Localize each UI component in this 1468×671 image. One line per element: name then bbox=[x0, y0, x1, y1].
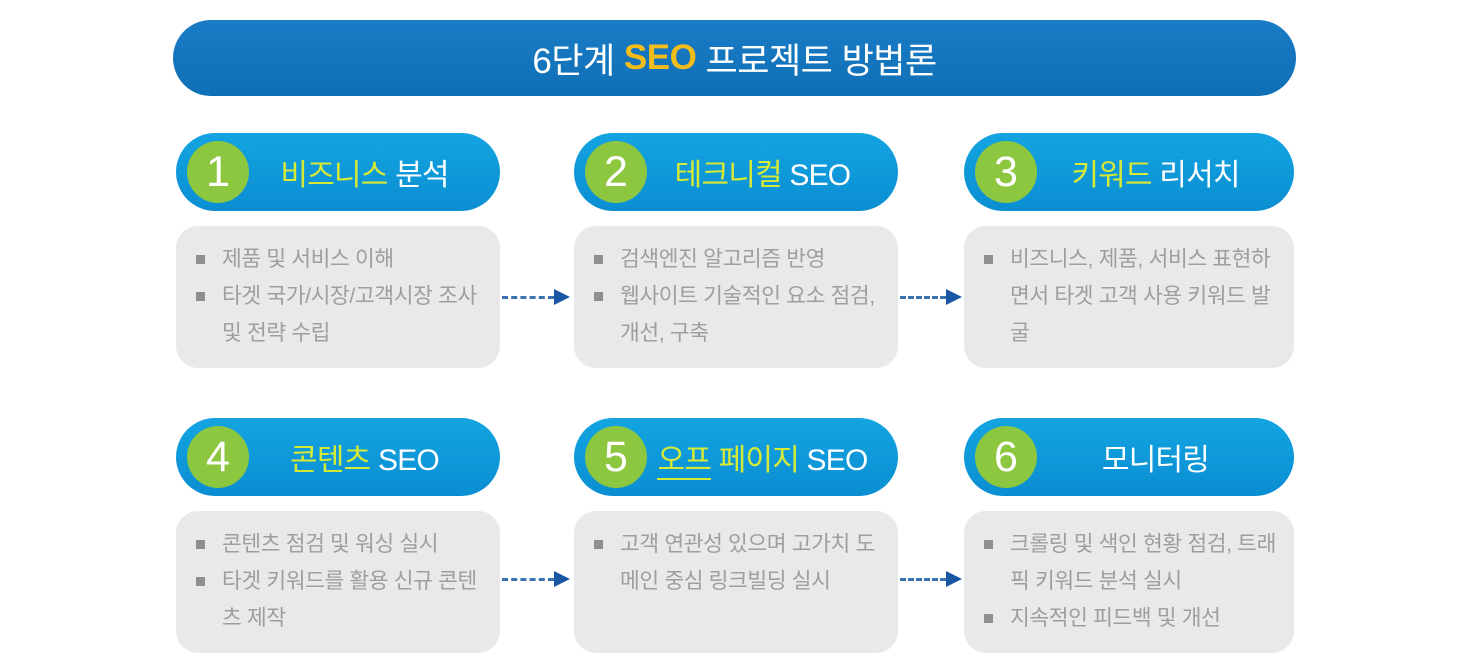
step-6-details-card: 크롤링 및 색인 현황 점검, 트래픽 키워드 분석 실시 지속적인 피드백 및… bbox=[964, 511, 1294, 653]
step-2-title: 테크니컬 SEO bbox=[647, 150, 888, 194]
step-6-panel: 6 모니터링 크롤링 및 색인 현황 점검, 트래픽 키워드 분석 실시 지속적… bbox=[964, 418, 1294, 653]
bullet-list: 제품 및 서비스 이해 타겟 국가/시장/고객시장 조사 및 전략 수립 bbox=[192, 241, 488, 352]
title-prefix: 6단계 bbox=[532, 41, 624, 81]
bullet-list: 콘텐츠 점검 및 워싱 실시 타겟 키워드를 활용 신규 콘텐츠 제작 bbox=[192, 526, 488, 637]
step-number: 6 bbox=[994, 432, 1018, 481]
step-3-panel: 3 키워드 리서치 비즈니스, 제품, 서비스 표현하면서 타겟 고객 사용 키… bbox=[964, 133, 1294, 368]
bullet-item: 타겟 키워드를 활용 신규 콘텐츠 제작 bbox=[192, 563, 488, 637]
step-title-highlight: 콘텐츠 bbox=[290, 444, 371, 477]
flow-arrow-5-to-6-icon bbox=[900, 571, 962, 587]
step-5-header: 5 오프 페이지 SEO bbox=[574, 418, 898, 496]
step-number: 4 bbox=[206, 432, 230, 481]
step-3-header: 3 키워드 리서치 bbox=[964, 133, 1294, 211]
bullet-item: 고객 연관성 있으며 고가치 도메인 중심 링크빌딩 실시 bbox=[590, 526, 886, 600]
step-number: 1 bbox=[206, 147, 230, 196]
bullet-item: 크롤링 및 색인 현황 점검, 트래픽 키워드 분석 실시 bbox=[980, 526, 1282, 600]
step-title-rest: 분석 bbox=[387, 159, 449, 192]
bullet-item: 검색엔진 알고리즘 반영 bbox=[590, 241, 886, 278]
bullet-item: 타겟 국가/시장/고객시장 조사 및 전략 수립 bbox=[192, 278, 488, 352]
flow-arrow-2-to-3-icon bbox=[900, 289, 962, 305]
step-1-number-badge: 1 bbox=[187, 141, 249, 203]
step-1-details-card: 제품 및 서비스 이해 타겟 국가/시장/고객시장 조사 및 전략 수립 bbox=[176, 226, 500, 368]
bullet-item: 콘텐츠 점검 및 워싱 실시 bbox=[192, 526, 488, 563]
step-title-rest: SEO bbox=[370, 444, 440, 477]
bullet-list: 고객 연관성 있으며 고가치 도메인 중심 링크빌딩 실시 bbox=[590, 526, 886, 600]
step-2-number-badge: 2 bbox=[585, 141, 647, 203]
step-number: 5 bbox=[604, 432, 628, 481]
step-number: 3 bbox=[994, 147, 1018, 196]
step-title-rest: 모니터링 bbox=[1101, 444, 1210, 477]
step-1-panel: 1 비즈니스 분석 제품 및 서비스 이해 타겟 국가/시장/고객시장 조사 및… bbox=[176, 133, 500, 368]
step-2-panel: 2 테크니컬 SEO 검색엔진 알고리즘 반영 웹사이트 기술적인 요소 점검,… bbox=[574, 133, 898, 368]
bullet-item: 웹사이트 기술적인 요소 점검, 개선, 구축 bbox=[590, 278, 886, 352]
bullet-list: 크롤링 및 색인 현황 점검, 트래픽 키워드 분석 실시 지속적인 피드백 및… bbox=[980, 526, 1282, 637]
step-title-rest: SEO bbox=[781, 159, 851, 192]
step-3-title: 키워드 리서치 bbox=[1037, 150, 1284, 194]
step-title-rest: 리서치 bbox=[1151, 159, 1240, 192]
flow-arrow-4-to-5-icon bbox=[502, 571, 570, 587]
step-title-rest: SEO bbox=[799, 444, 869, 477]
step-2-header: 2 테크니컬 SEO bbox=[574, 133, 898, 211]
step-4-number-badge: 4 bbox=[187, 426, 249, 488]
step-title-highlight: 비즈니스 bbox=[280, 159, 388, 192]
step-5-number-badge: 5 bbox=[585, 426, 647, 488]
step-4-title: 콘텐츠 SEO bbox=[249, 435, 490, 479]
step-3-details-card: 비즈니스, 제품, 서비스 표현하면서 타겟 고객 사용 키워드 발굴 bbox=[964, 226, 1294, 368]
step-title-underline: 오프 bbox=[657, 444, 712, 480]
step-title-highlight: 키워드 bbox=[1071, 159, 1152, 192]
step-6-header: 6 모니터링 bbox=[964, 418, 1294, 496]
step-3-number-badge: 3 bbox=[975, 141, 1037, 203]
bullet-item: 비즈니스, 제품, 서비스 표현하면서 타겟 고객 사용 키워드 발굴 bbox=[980, 241, 1282, 352]
flow-arrow-1-to-2-icon bbox=[502, 289, 570, 305]
title-seo-highlight: SEO bbox=[623, 38, 697, 77]
bullet-list: 검색엔진 알고리즘 반영 웹사이트 기술적인 요소 점검, 개선, 구축 bbox=[590, 241, 886, 352]
step-1-header: 1 비즈니스 분석 bbox=[176, 133, 500, 211]
bullet-list: 비즈니스, 제품, 서비스 표현하면서 타겟 고객 사용 키워드 발굴 bbox=[980, 241, 1282, 352]
step-5-title: 오프 페이지 SEO bbox=[647, 435, 888, 480]
bullet-item: 지속적인 피드백 및 개선 bbox=[980, 600, 1282, 637]
step-5-panel: 5 오프 페이지 SEO 고객 연관성 있으며 고가치 도메인 중심 링크빌딩 … bbox=[574, 418, 898, 653]
step-6-number-badge: 6 bbox=[975, 426, 1037, 488]
step-5-details-card: 고객 연관성 있으며 고가치 도메인 중심 링크빌딩 실시 bbox=[574, 511, 898, 653]
step-4-panel: 4 콘텐츠 SEO 콘텐츠 점검 및 워싱 실시 타겟 키워드를 활용 신규 콘… bbox=[176, 418, 500, 653]
step-2-details-card: 검색엔진 알고리즘 반영 웹사이트 기술적인 요소 점검, 개선, 구축 bbox=[574, 226, 898, 368]
step-title-highlight: 테크니컬 bbox=[674, 159, 783, 192]
step-number: 2 bbox=[604, 147, 628, 196]
title-suffix: 프로젝트 방법론 bbox=[696, 41, 938, 81]
step-4-header: 4 콘텐츠 SEO bbox=[176, 418, 500, 496]
step-4-details-card: 콘텐츠 점검 및 워싱 실시 타겟 키워드를 활용 신규 콘텐츠 제작 bbox=[176, 511, 500, 653]
step-title-highlight: 페이지 bbox=[711, 444, 800, 477]
title-banner: 6단계 SEO 프로젝트 방법론 bbox=[173, 20, 1296, 96]
bullet-item: 제품 및 서비스 이해 bbox=[192, 241, 488, 278]
step-6-title: 모니터링 bbox=[1037, 435, 1284, 479]
step-1-title: 비즈니스 분석 bbox=[249, 150, 490, 194]
